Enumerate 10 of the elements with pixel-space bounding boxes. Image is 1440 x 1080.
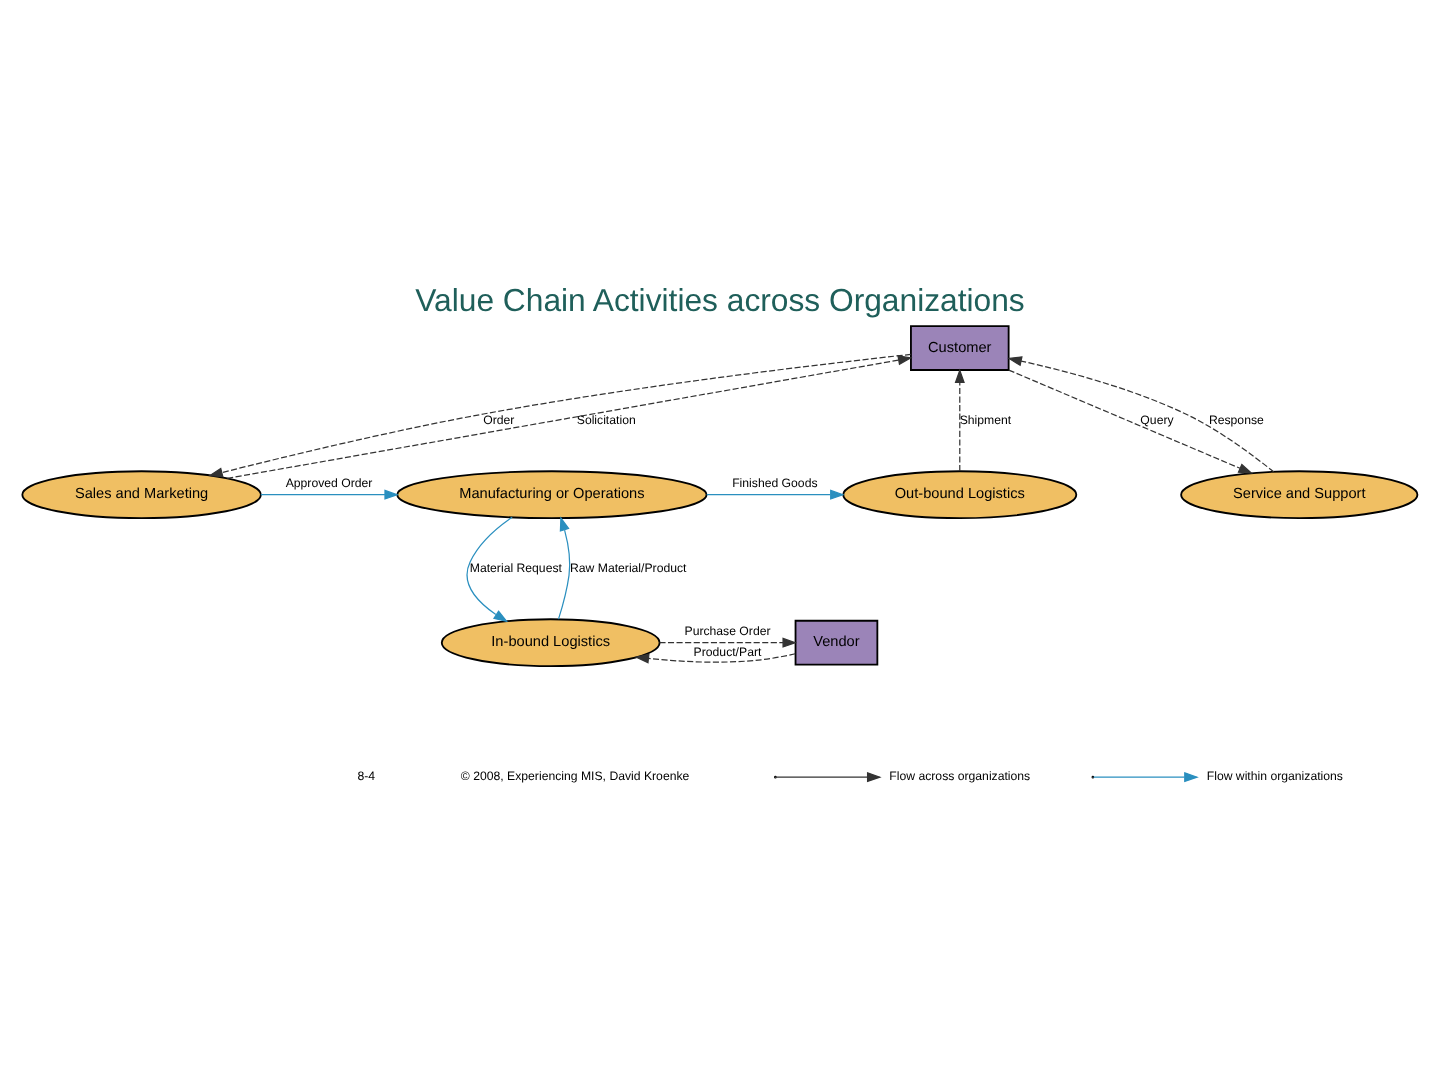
arrow <box>1007 356 1275 473</box>
arrow <box>658 637 798 648</box>
arrow <box>260 489 400 500</box>
arrow <box>557 516 571 620</box>
arrow <box>706 489 845 500</box>
arrow <box>634 653 796 664</box>
diagram-title: Value Chain Activities across Organizations <box>415 285 1025 320</box>
arrow <box>1008 369 1254 474</box>
arrow <box>466 516 513 623</box>
arrow <box>954 368 965 472</box>
